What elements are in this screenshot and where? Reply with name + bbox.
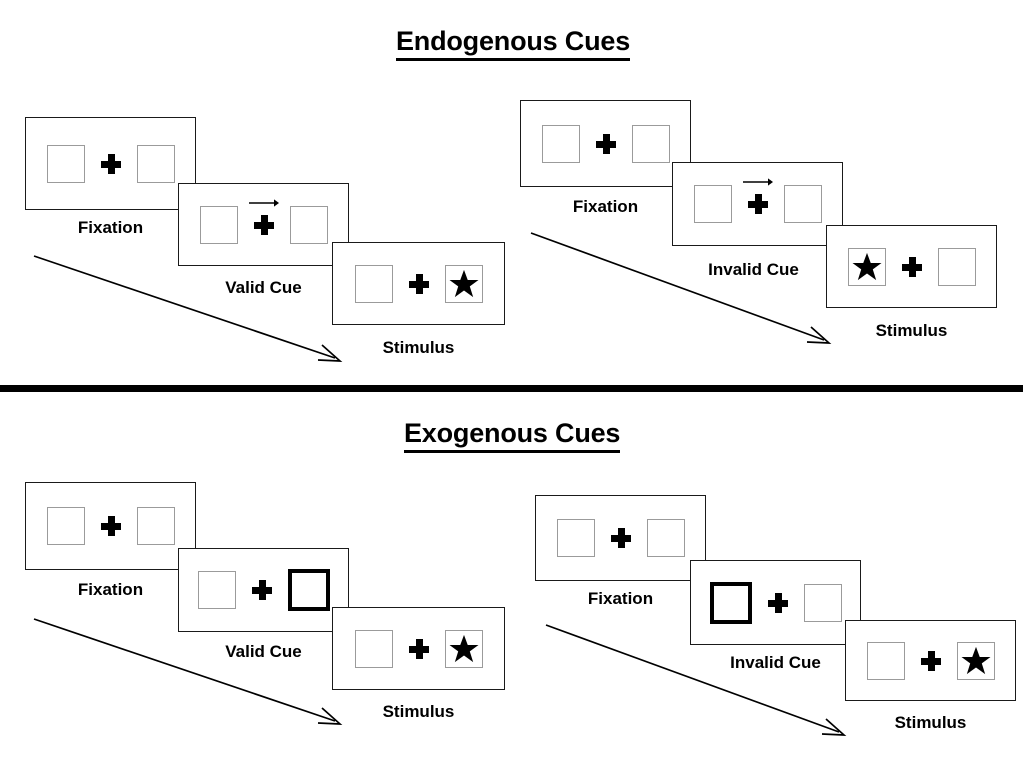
stimulus-box-right <box>289 205 328 244</box>
fixation-cross-wrap <box>610 528 631 548</box>
stimulus-box-right <box>803 583 842 622</box>
panel-label-fixation: Fixation <box>587 589 654 608</box>
fixation-cross-wrap <box>100 153 121 174</box>
fixation-cross-icon <box>595 133 616 154</box>
stimulus-box-right <box>136 507 175 545</box>
fixation-cross-wrap <box>248 198 279 235</box>
panel-label-invalid-cue: Invalid Cue <box>730 653 821 672</box>
stimulus-box-right <box>956 641 995 680</box>
fixation-cross-wrap <box>408 638 429 659</box>
stimulus-box-left-cued <box>709 581 752 624</box>
stimulus-box-left <box>197 571 236 609</box>
panel-label-valid-cue: Valid Cue <box>225 278 302 297</box>
fixation-cross-wrap <box>595 133 616 154</box>
stimulus-box-left <box>556 519 595 557</box>
panel-label-stimulus: Stimulus <box>382 338 455 357</box>
stimulus-box-right-cued <box>287 569 330 611</box>
stimulus-box-left <box>847 247 886 286</box>
fixation-cross-wrap <box>100 516 121 536</box>
panel-label-fixation: Fixation <box>77 580 144 599</box>
sequence-flow-arrow <box>33 255 343 362</box>
fixation-cross-icon <box>610 528 631 548</box>
stimulus-box-right <box>646 519 685 557</box>
panel-label-invalid-cue: Invalid Cue <box>708 260 799 279</box>
stimulus-box-left <box>866 641 905 680</box>
panel-exogenous-invalid-fixation <box>535 495 706 581</box>
panel-exogenous-valid-stimulus <box>332 607 505 690</box>
panel-exogenous-valid-fixation <box>25 482 196 570</box>
sequence-flow-arrow <box>530 232 832 344</box>
fixation-cross-icon <box>920 650 941 671</box>
panel-exogenous-invalid-cue <box>690 560 861 645</box>
panel-exogenous-valid-cue <box>178 548 349 632</box>
stimulus-box-right <box>937 247 976 286</box>
fixation-cross-wrap <box>742 178 773 214</box>
panel-endogenous-valid-fixation <box>25 117 196 210</box>
stimulus-box-right <box>444 629 483 668</box>
stimulus-box-left <box>541 124 580 163</box>
fixation-cross-icon <box>408 273 429 294</box>
panel-label-valid-cue: Valid Cue <box>225 642 302 661</box>
section-divider <box>0 385 1023 392</box>
panel-endogenous-invalid-fixation <box>520 100 691 187</box>
stimulus-box-left <box>199 205 238 244</box>
fixation-cross-icon <box>408 638 429 659</box>
star-icon <box>852 252 881 281</box>
fixation-cross-wrap <box>901 256 922 277</box>
stimulus-box-left <box>693 185 732 223</box>
fixation-cross-wrap <box>767 592 788 613</box>
panel-endogenous-invalid-stimulus <box>826 225 997 308</box>
section-title-endogenous: Endogenous Cues <box>396 26 630 61</box>
fixation-cross-icon <box>767 592 788 613</box>
stimulus-box-left <box>46 144 85 183</box>
panel-label-stimulus: Stimulus <box>382 702 455 721</box>
panel-label-fixation: Fixation <box>77 218 144 237</box>
star-icon <box>449 634 478 663</box>
fixation-cross-icon <box>901 256 922 277</box>
fixation-cross-wrap <box>920 650 941 671</box>
fixation-cross-icon <box>253 214 274 235</box>
stimulus-box-right <box>444 264 483 303</box>
stimulus-box-left <box>354 629 393 668</box>
panel-label-stimulus: Stimulus <box>894 713 967 732</box>
fixation-cross-wrap <box>408 273 429 294</box>
stimulus-box-right <box>631 124 670 163</box>
stimulus-box-left <box>354 264 393 303</box>
panel-endogenous-valid-cue <box>178 183 349 266</box>
fixation-cross-icon <box>747 194 768 214</box>
fixation-cross-icon <box>100 153 121 174</box>
fixation-cross-icon <box>100 516 121 536</box>
star-icon <box>961 646 990 675</box>
arrow-right-cue-icon <box>248 198 279 207</box>
fixation-cross-icon <box>251 580 272 600</box>
fixation-cross-wrap <box>251 580 272 600</box>
stimulus-box-right <box>136 144 175 183</box>
panel-exogenous-invalid-stimulus <box>845 620 1016 701</box>
star-icon <box>449 269 478 298</box>
panel-label-stimulus: Stimulus <box>875 321 948 340</box>
panel-endogenous-invalid-cue <box>672 162 843 246</box>
stimulus-box-right <box>783 185 822 223</box>
panel-label-fixation: Fixation <box>572 197 639 216</box>
section-title-exogenous: Exogenous Cues <box>404 418 620 453</box>
arrow-right-cue-icon <box>742 178 773 186</box>
panel-endogenous-valid-stimulus <box>332 242 505 325</box>
stimulus-box-left <box>46 507 85 545</box>
